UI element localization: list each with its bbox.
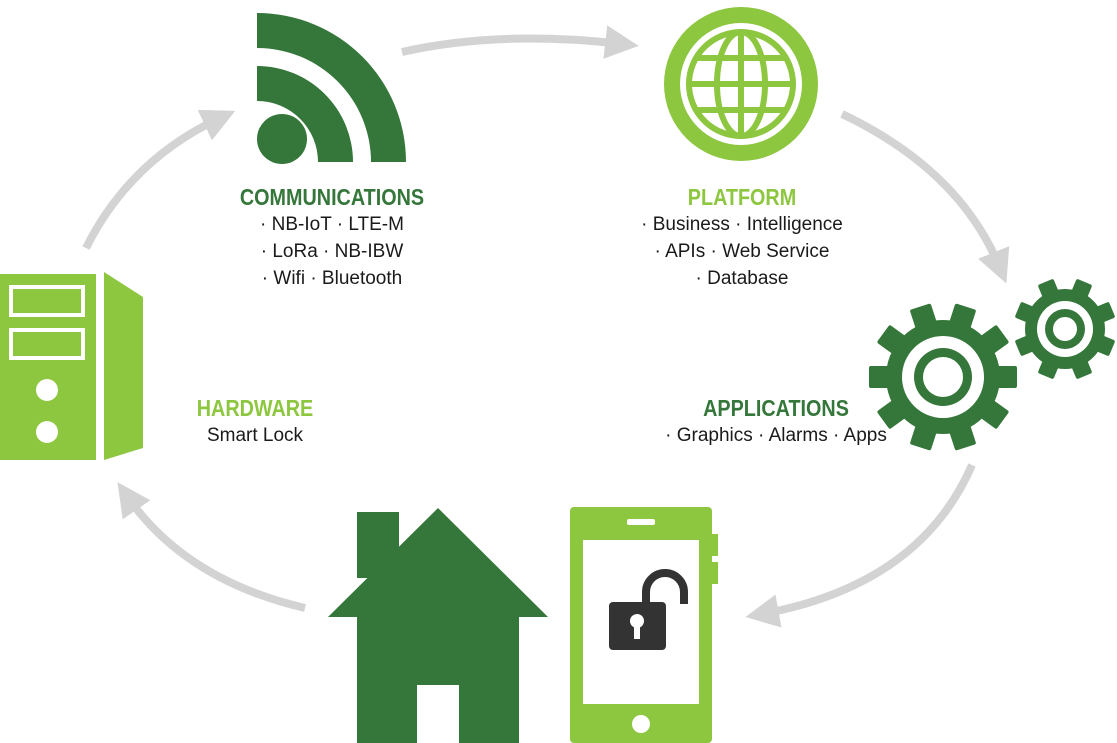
communications-line-3: · Wifi · Bluetooth — [261, 268, 403, 289]
gear-tooth — [976, 397, 1009, 429]
arrow-applications-to-home — [745, 463, 976, 628]
communications-title: COMMUNICATIONS — [239, 184, 425, 210]
gears-icon — [869, 279, 1115, 451]
arrow-platform-to-applications — [840, 110, 1010, 284]
platform-line-3: · Database — [695, 268, 789, 289]
gear-tooth — [1015, 302, 1039, 324]
platform-title: PLATFORM — [687, 184, 797, 210]
communications-line-1: · NB-IoT · LTE-M — [260, 214, 404, 235]
gear-tooth — [1070, 279, 1092, 303]
gear-tooth — [992, 366, 1017, 388]
communications-line-2: · LoRa · NB-IBW — [260, 241, 404, 262]
hardware-line-1: Smart Lock — [206, 425, 304, 446]
gear-tooth — [877, 397, 910, 429]
globe-icon — [664, 7, 818, 161]
arrow-communications-to-platform — [401, 25, 639, 59]
cycle-arrows — [82, 25, 1010, 628]
gear-tooth — [1015, 334, 1039, 356]
gear-tooth — [1038, 355, 1060, 379]
gear-tooth — [1091, 302, 1115, 324]
wifi-signal-icon — [257, 13, 406, 164]
communications-block: COMMUNICATIONS · NB-IoT · LTE-M · LoRa ·… — [187, 183, 477, 292]
gear-tooth — [948, 420, 976, 451]
gear-tooth — [869, 366, 894, 388]
server-tower-icon — [0, 272, 143, 460]
gear-tooth — [976, 325, 1009, 357]
gear-tooth — [1091, 334, 1115, 356]
gear-tooth — [910, 420, 938, 451]
platform-line-1: · Business · Intelligence — [641, 214, 843, 235]
platform-block: PLATFORM · Business · Intelligence · API… — [592, 183, 892, 292]
applications-title: APPLICATIONS — [703, 395, 849, 421]
gear-tooth — [948, 303, 976, 334]
applications-block: APPLICATIONS · Graphics · Alarms · Apps — [621, 394, 931, 449]
gear-tooth — [877, 325, 910, 357]
platform-line-2: · APIs · Web Service — [654, 241, 830, 262]
house-icon — [328, 508, 548, 743]
arrow-hardware-to-communications — [82, 109, 236, 250]
arrow-home-to-hardware — [117, 482, 306, 612]
applications-line-1: · Graphics · Alarms · Apps — [665, 425, 887, 446]
hardware-block: HARDWARE Smart Lock — [150, 394, 360, 449]
hardware-title: HARDWARE — [196, 395, 314, 421]
gear-tooth — [910, 303, 938, 334]
unlocked-padlock-icon — [609, 569, 688, 650]
gear-tooth — [1070, 355, 1092, 379]
gear-tooth — [1038, 279, 1060, 303]
